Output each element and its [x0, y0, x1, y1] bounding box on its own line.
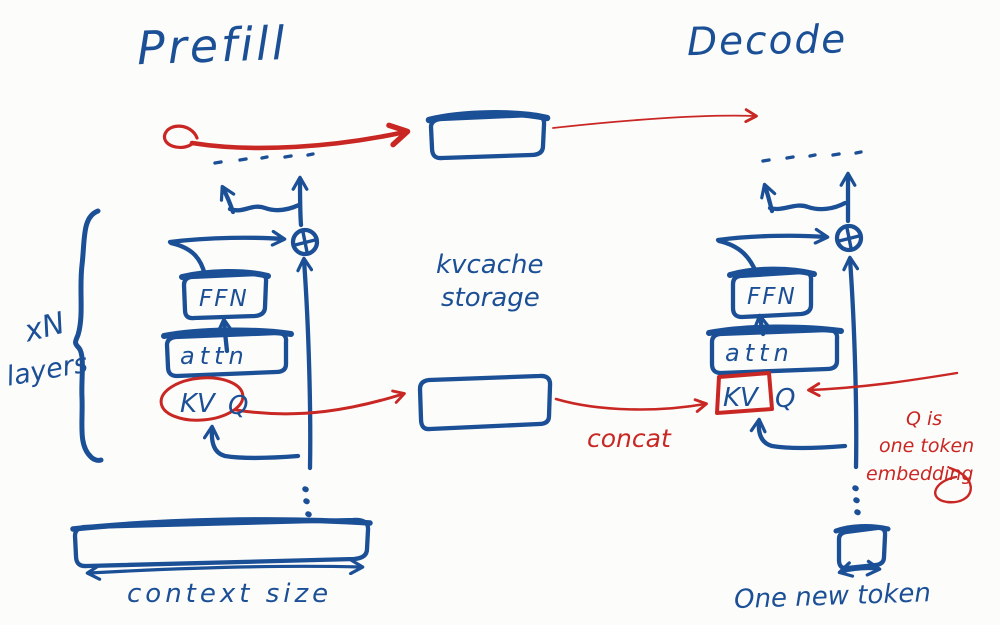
prefill-title: Prefill — [136, 16, 288, 75]
kvcache-box-top-stroke — [425, 110, 551, 124]
cache-concat-arrow — [554, 397, 708, 413]
kvcache-label-line2: storage — [441, 283, 540, 313]
cache-to-decode-arrow — [552, 108, 758, 129]
kv-highlight-box-right — [715, 371, 774, 415]
kv-circle-left — [159, 376, 245, 422]
decode-title: Decode — [687, 17, 848, 65]
ffn-label-left: FFN — [199, 286, 249, 312]
attn-box-right — [709, 327, 840, 376]
kvcache-box-bottom — [417, 373, 553, 432]
q-note-line2: one token — [879, 435, 974, 457]
q-note-line1: Q is — [906, 408, 942, 430]
residual-add-plus-right — [837, 226, 861, 250]
residual-add-icon-left — [290, 227, 320, 257]
q-note-arrow — [807, 371, 959, 398]
attn-box-left — [164, 330, 289, 379]
vertical-ellipsis-left — [302, 486, 312, 518]
new-token-measure-arrow — [837, 559, 882, 578]
ffn-to-add-arrow-left — [167, 229, 287, 247]
prefill-to-cache-arrow — [189, 122, 411, 151]
kvcache-box-top — [428, 112, 547, 161]
kv-label-right: KV — [723, 383, 760, 413]
context-size-label: context size — [127, 579, 332, 609]
concat-label: concat — [587, 424, 672, 453]
q-note-line3: embedding — [866, 463, 973, 485]
layers-brace — [73, 208, 104, 463]
q-label-left: Q — [228, 391, 248, 421]
layers-word-label: layers — [4, 348, 90, 393]
prefill-output-arrow-right — [291, 175, 309, 228]
vertical-ellipsis-right — [852, 485, 861, 516]
context-rectangle-top-stroke — [70, 517, 373, 532]
residual-trunk-right — [842, 255, 860, 470]
attn-label-right: attn — [725, 339, 794, 367]
layers-ellipsis-right — [761, 150, 863, 163]
ffn-box-left-top-stroke — [179, 269, 271, 280]
layers-multiplier-label: xN — [20, 306, 68, 350]
prefill-output-wavy-connector — [227, 202, 302, 213]
ffn-to-add-arrow-right — [715, 227, 830, 245]
ffn-to-add-connector-left — [168, 240, 208, 278]
layers-ellipsis-left — [213, 152, 315, 165]
kvcache-label-line1: kvcache — [436, 250, 543, 280]
input-arrow-into-kvq-left — [202, 424, 301, 461]
blue-text-layer: Prefill Decode xN layers kvcache storage… — [4, 16, 931, 615]
one-new-token-label: One new token — [734, 578, 932, 615]
ffn-box-right-top-stroke — [727, 266, 817, 278]
decode-output-wavy-connector — [767, 200, 848, 212]
context-size-measure-arrow — [85, 558, 365, 581]
input-arrow-into-kvq-right — [749, 417, 848, 451]
new-token-box-top-stroke — [833, 524, 891, 534]
kv-label-left: KV — [180, 389, 217, 419]
blue-ink-layer — [70, 110, 891, 581]
prefill-start-loop — [162, 124, 199, 149]
red-text-layer: concat Q is one token embedding — [587, 408, 974, 485]
attn-box-left-top-stroke — [161, 327, 294, 339]
attn-box-right-top-stroke — [706, 324, 844, 336]
red-ink-layer — [159, 108, 972, 504]
ffn-to-add-connector-right — [716, 238, 759, 275]
residual-trunk-left — [296, 256, 314, 471]
q-label-right: Q — [775, 384, 795, 414]
new-token-box — [836, 525, 888, 571]
ffn-label-right: FFN — [747, 284, 797, 310]
residual-add-plus-left — [293, 230, 317, 254]
kv-to-cache-arrow — [234, 389, 406, 416]
embedding-flourish — [934, 466, 972, 504]
residual-add-icon-right — [834, 223, 864, 253]
attn-label-left: attn — [180, 342, 249, 370]
